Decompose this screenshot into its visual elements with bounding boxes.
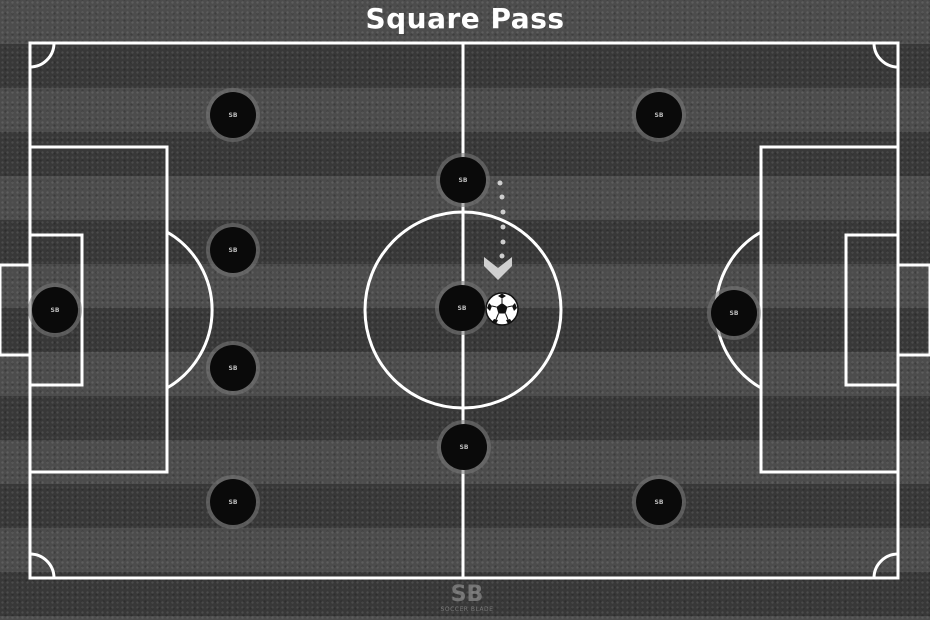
page-title: Square Pass bbox=[365, 2, 565, 35]
player-goalkeeper-right: SB bbox=[711, 290, 757, 336]
player-lw-bottom: SB bbox=[210, 479, 256, 525]
player-tag: SB bbox=[228, 364, 238, 372]
logo-subtitle: SOCCER BLADE bbox=[440, 606, 494, 613]
right-goal bbox=[896, 263, 930, 357]
right-penalty-area bbox=[759, 145, 900, 474]
player-tag: SB bbox=[654, 111, 664, 119]
player-center-bottom: SB bbox=[441, 424, 487, 470]
corner-arc-bottom-right bbox=[872, 552, 899, 579]
player-lw-top: SB bbox=[210, 92, 256, 138]
left-goal bbox=[0, 263, 32, 357]
player-tag: SB bbox=[228, 111, 238, 119]
logo-mark: SB bbox=[450, 582, 484, 607]
player-tag: SB bbox=[654, 498, 664, 506]
player-goalkeeper-left: SB bbox=[32, 287, 78, 333]
pass-trail bbox=[497, 180, 506, 259]
player-tag: SB bbox=[228, 498, 238, 506]
right-goal-area bbox=[844, 233, 900, 387]
player-tag: SB bbox=[729, 309, 739, 317]
player-tag: SB bbox=[457, 304, 467, 312]
player-tag: SB bbox=[50, 306, 60, 314]
player-tag: SB bbox=[458, 176, 468, 184]
player-rw-top: SB bbox=[636, 92, 682, 138]
player-lw-mid-top: SB bbox=[210, 227, 256, 273]
player-center: SB bbox=[439, 285, 485, 331]
corner-arc-bottom-left bbox=[29, 552, 56, 579]
corner-arc-top-right bbox=[872, 42, 899, 69]
player-lw-mid-bottom: SB bbox=[210, 345, 256, 391]
player-center-top: SB bbox=[440, 157, 486, 203]
left-penalty-arc bbox=[166, 230, 214, 390]
player-tag: SB bbox=[228, 246, 238, 254]
pass-arrow-icon bbox=[484, 257, 512, 280]
center-circle bbox=[363, 210, 563, 410]
soccer-ball-icon bbox=[485, 292, 519, 326]
corner-arc-top-left bbox=[29, 42, 56, 69]
soccer-blade-logo: SB SOCCER BLADE bbox=[432, 582, 502, 614]
player-rw-bottom: SB bbox=[636, 479, 682, 525]
player-tag: SB bbox=[459, 443, 469, 451]
